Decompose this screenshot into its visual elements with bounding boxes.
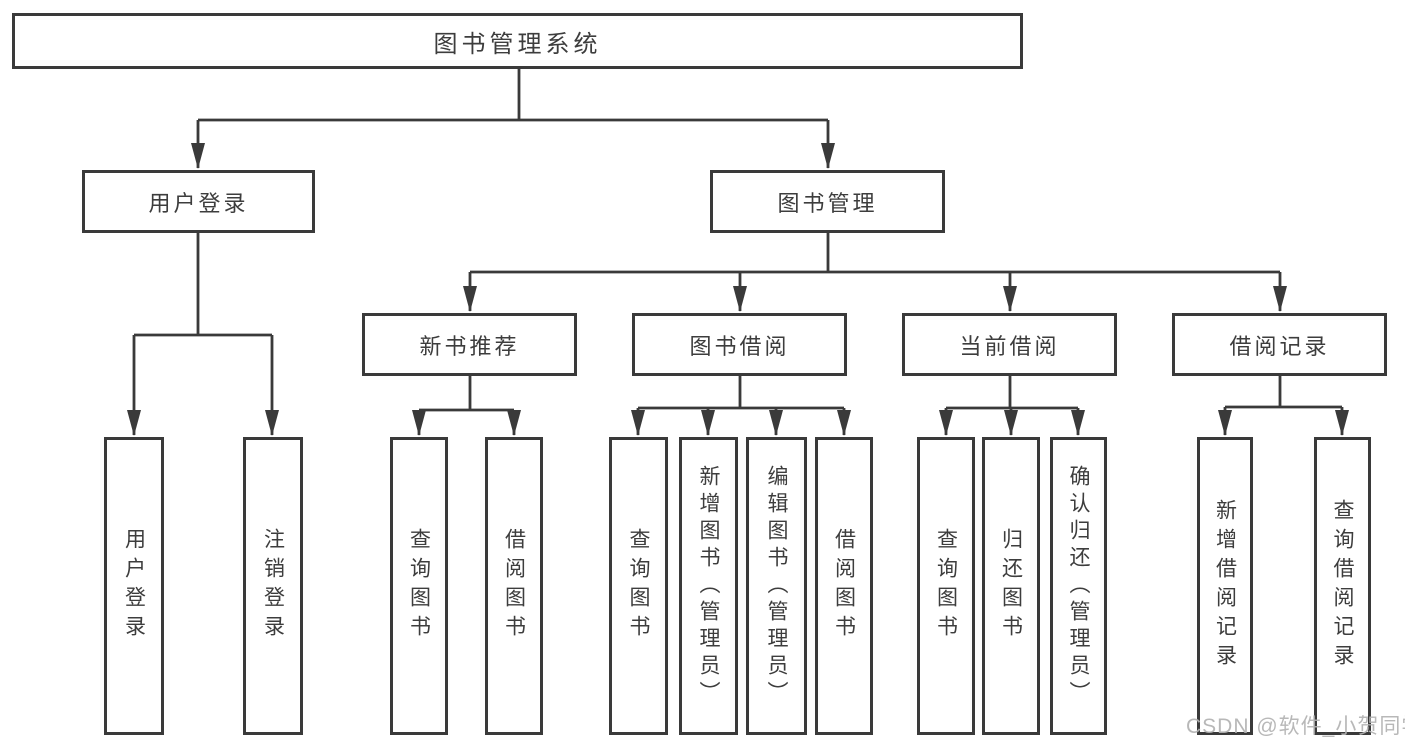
node-book-borrow: 图书借阅	[632, 313, 847, 376]
node-root: 图书管理系统	[12, 13, 1023, 69]
node-user-login: 用户登录	[82, 170, 315, 233]
node-current-borrow: 当前借阅	[902, 313, 1117, 376]
leaf-logout: 注销登录	[243, 437, 303, 735]
leaf-borrow-books-borrow-label: 借阅图书	[832, 528, 856, 644]
leaf-add-borrow-record-label: 新增借阅记录	[1213, 499, 1237, 673]
leaf-edit-books-admin: 编辑图书（管理员）	[746, 437, 807, 735]
node-current-borrow-label: 当前借阅	[959, 333, 1060, 359]
node-book-management: 图书管理	[710, 170, 945, 233]
leaf-query-books-recommend-label: 查询图书	[407, 528, 431, 644]
leaf-query-books-current-label: 查询图书	[934, 528, 958, 644]
leaf-return-books-label: 归还图书	[999, 528, 1023, 644]
node-borrow-records: 借阅记录	[1172, 313, 1387, 376]
leaf-add-books-admin: 新增图书（管理员）	[679, 437, 738, 735]
node-book-management-label: 图书管理	[777, 190, 878, 216]
leaf-user-login-label: 用户登录	[122, 528, 146, 644]
node-new-book-recommend: 新书推荐	[362, 313, 577, 376]
node-borrow-records-label: 借阅记录	[1229, 333, 1330, 359]
leaf-borrow-books-recommend-label: 借阅图书	[502, 528, 526, 644]
leaf-logout-label: 注销登录	[261, 528, 285, 644]
leaf-query-books-borrow: 查询图书	[609, 437, 668, 735]
leaf-query-borrow-record: 查询借阅记录	[1314, 437, 1371, 735]
leaf-query-books-borrow-label: 查询图书	[627, 528, 650, 644]
leaf-confirm-return-admin: 确认归还（管理员）	[1050, 437, 1107, 735]
leaf-query-books-recommend: 查询图书	[390, 437, 448, 735]
leaf-query-borrow-record-label: 查询借阅记录	[1331, 499, 1354, 673]
leaf-query-books-current: 查询图书	[917, 437, 975, 735]
node-book-borrow-label: 图书借阅	[689, 333, 790, 359]
leaf-confirm-return-admin-label: 确认归还（管理员）	[1067, 464, 1090, 708]
node-user-login-label: 用户登录	[148, 190, 249, 216]
csdn-watermark: CSDN @软件_小贺同学	[1186, 715, 1405, 738]
leaf-add-borrow-record: 新增借阅记录	[1197, 437, 1253, 735]
node-root-label: 图书管理系统	[433, 30, 602, 58]
leaf-edit-books-admin-label: 编辑图书（管理员）	[765, 464, 788, 708]
leaf-user-login: 用户登录	[104, 437, 164, 735]
node-new-book-recommend-label: 新书推荐	[419, 333, 520, 359]
leaf-return-books: 归还图书	[982, 437, 1040, 735]
leaf-add-books-admin-label: 新增图书（管理员）	[697, 464, 720, 708]
leaf-borrow-books-borrow: 借阅图书	[815, 437, 873, 735]
leaf-borrow-books-recommend: 借阅图书	[485, 437, 543, 735]
